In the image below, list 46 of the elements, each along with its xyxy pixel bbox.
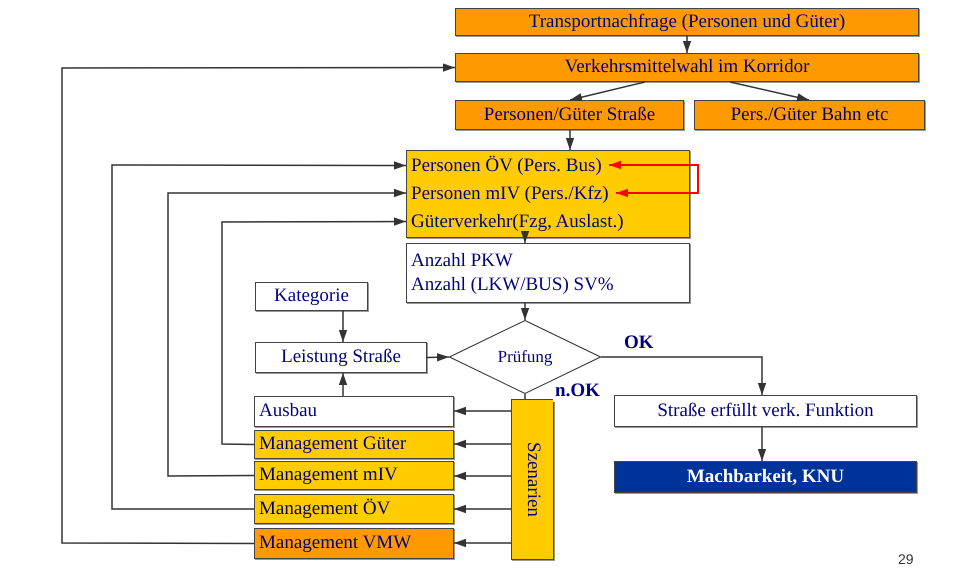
process-box: Management VMW xyxy=(254,528,454,559)
arrow xyxy=(454,538,511,548)
scenario-bar: Szenarien xyxy=(511,399,554,560)
process-box: Transportnachfrage (Personen und Güter) xyxy=(455,8,919,36)
connector-line xyxy=(524,394,526,399)
arrow xyxy=(426,353,450,362)
arrow xyxy=(454,406,511,416)
list-item: Personen mIV (Pers./Kfz) xyxy=(407,181,617,207)
process-box: Straße erfüllt verk. Funktion xyxy=(614,395,917,427)
node-text: Anzahl PKW xyxy=(411,249,513,273)
arrow xyxy=(758,427,766,461)
arrow xyxy=(601,356,766,395)
process-box: Leistung Straße xyxy=(255,342,427,373)
group-box xyxy=(406,150,690,238)
arrow xyxy=(682,36,692,53)
arrow xyxy=(221,217,406,446)
arrow xyxy=(570,81,646,102)
edge-label: n.OK xyxy=(553,381,602,402)
process-box: Kategorie xyxy=(255,282,368,311)
arrow xyxy=(454,504,511,514)
node-text: Prüfung xyxy=(498,346,552,368)
arrow xyxy=(566,130,574,150)
list-item: Personen ÖV (Pers. Bus) xyxy=(407,154,610,179)
arrow xyxy=(609,160,699,198)
process-box: Verkehrsmittelwahl im Korridor xyxy=(455,53,919,82)
arrow xyxy=(520,303,530,320)
arrow xyxy=(111,161,406,510)
list-item: Güterverkehr(Fzg, Auslast.) xyxy=(407,209,689,236)
arrow xyxy=(338,373,348,396)
arrow xyxy=(454,472,511,480)
arrow xyxy=(61,63,455,544)
arrow xyxy=(520,231,530,243)
process-box: Management Güter xyxy=(254,430,454,459)
process-box: Management ÖV xyxy=(254,494,454,524)
arrow xyxy=(167,188,406,477)
arrow xyxy=(454,440,511,448)
process-box xyxy=(406,243,690,303)
node-text: Anzahl (LKW/BUS) SV% xyxy=(411,273,614,297)
process-box: Personen/Güter Straße xyxy=(455,100,684,130)
process-box: Pers./Güter Bahn etc xyxy=(694,100,925,130)
process-box: Ausbau xyxy=(254,396,454,427)
arrow xyxy=(730,81,810,102)
process-box: Management mIV xyxy=(254,461,454,490)
page-number: 29 xyxy=(898,551,914,567)
arrow xyxy=(338,311,348,342)
result-box: Machbarkeit, KNU xyxy=(614,461,917,493)
